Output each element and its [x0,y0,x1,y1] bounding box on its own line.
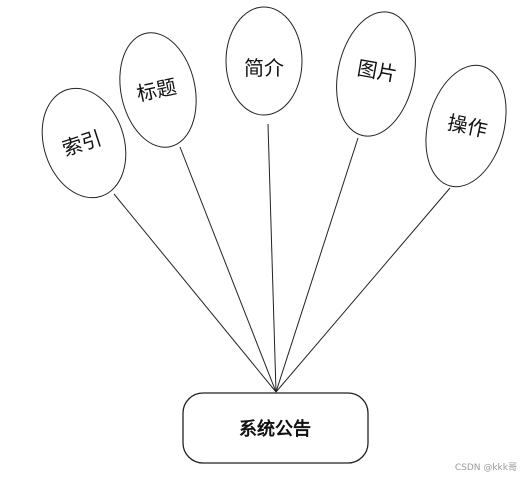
connector-tupian [275,137,359,393]
connectors [113,123,451,393]
entity-rect [182,392,369,464]
attribute-ellipse [119,32,197,148]
attribute-tupian: 图片 [336,11,416,137]
attribute-suoyin: 索引 [41,87,127,199]
attribute-biaoti: 标题 [119,32,197,148]
entity-label: 系统公告 [239,418,311,440]
attribute-ellipse [225,6,303,116]
watermark: CSDN @kkk哥 [454,463,517,473]
attribute-ellipse [336,11,416,137]
attribute-caozuo: 操作 [425,64,507,188]
attribute-ellipse [41,87,127,199]
connector-suoyin [113,193,277,393]
connector-caozuo [275,187,451,393]
attribute-jianjie: 简介 [225,6,303,116]
entity-box: 系统公告 [182,392,369,464]
connector-biaoti [179,146,277,393]
attribute-label: 简介 [244,56,284,80]
connector-jianjie [267,123,277,393]
attribute-ellipse [425,64,507,188]
